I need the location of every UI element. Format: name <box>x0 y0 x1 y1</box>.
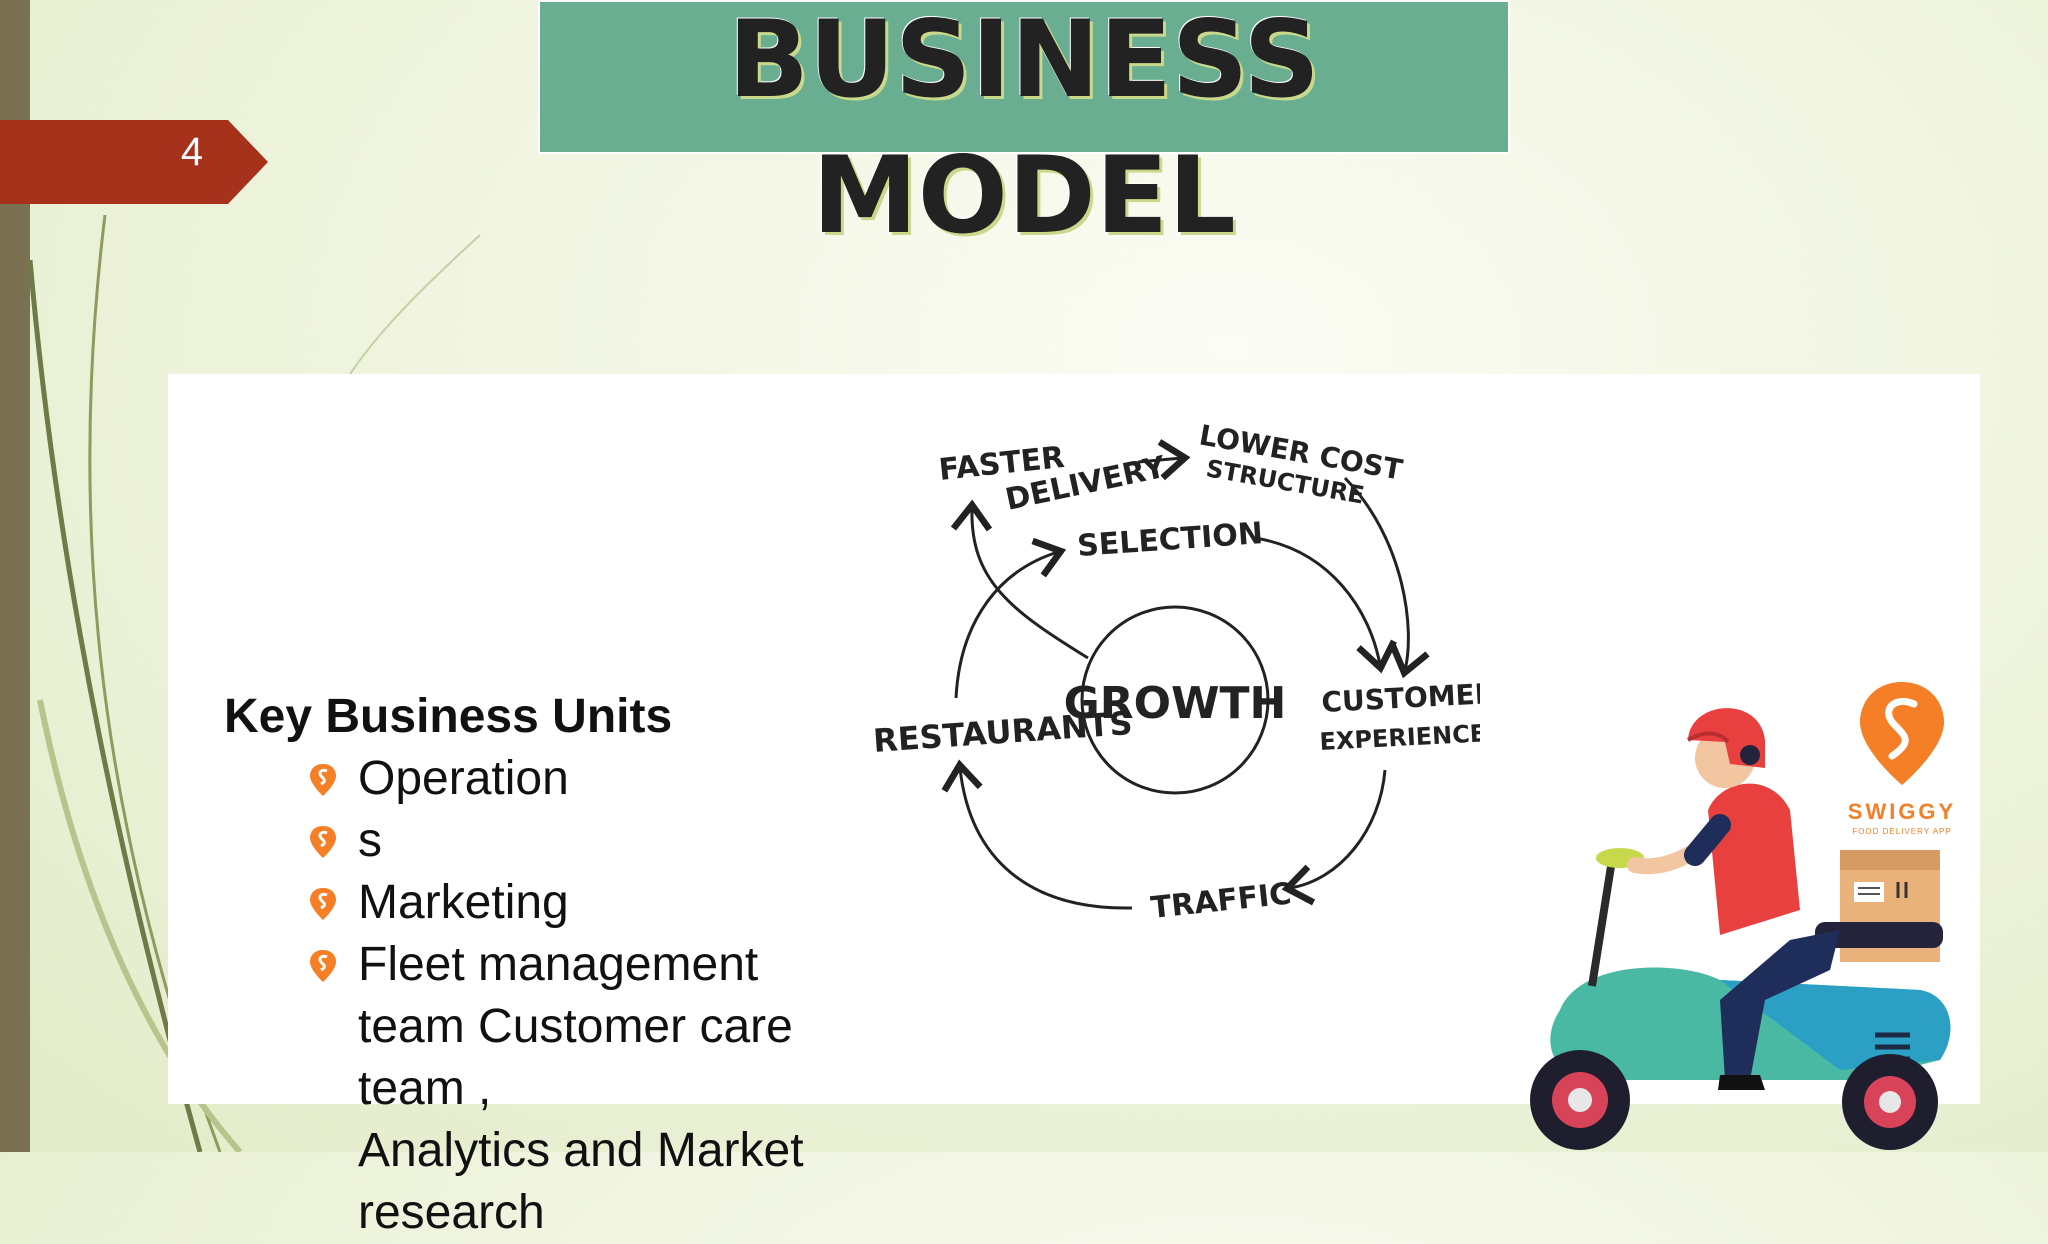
label-growth: GROWTH <box>1064 678 1287 729</box>
label-selection: SELECTION <box>1076 516 1264 564</box>
unit-line: Fleet management <box>358 938 759 991</box>
unit-line: team , <box>358 1062 492 1115</box>
brand-name: SWIGGY <box>1848 799 1956 824</box>
swiggy-pin-icon <box>310 950 336 982</box>
slide-title: BUSINESS MODEL <box>538 0 1510 264</box>
unit-line: team Customer care <box>358 1000 793 1053</box>
swiggy-pin-icon <box>310 826 336 858</box>
swiggy-pin-icon <box>310 764 336 796</box>
delivery-rider-illustration: SWIGGY FOOD DELIVERY APP <box>1530 682 1956 1150</box>
page-number: 4 <box>180 130 204 174</box>
label-restaurants: RESTAURANTS <box>872 704 1134 760</box>
unit-line: s <box>358 814 382 867</box>
unit-line: Marketing <box>358 876 569 929</box>
list-item: Fleet management team Customer care team… <box>308 934 862 1244</box>
units-heading: Key Business Units <box>224 690 673 743</box>
swiggy-pin-icon <box>310 888 336 920</box>
list-item: Operation <box>308 748 862 810</box>
growth-circle <box>1080 605 1270 795</box>
unit-line: Analytics and Market research <box>358 1124 804 1239</box>
rider <box>1627 708 1840 1090</box>
unit-list: Operation s Marketing Fleet management t… <box>222 748 862 1244</box>
title-band <box>538 0 1510 154</box>
growth-flywheel-diagram: GROWTH FASTER DELIVERY LOWER COST STRUCT… <box>872 418 1480 926</box>
unit-line: Operation <box>358 752 569 805</box>
label-customer: CUSTOMER <box>1321 677 1480 719</box>
list-item: Marketing <box>308 872 862 934</box>
key-business-units: Key Business Units Operation s Marketing… <box>222 686 862 1244</box>
swiggy-logo: SWIGGY FOOD DELIVERY APP <box>1848 682 1956 836</box>
brand-tagline: FOOD DELIVERY APP <box>1852 827 1951 836</box>
title-line-2: MODEL <box>812 134 1236 257</box>
page-number-tab <box>0 120 268 204</box>
label-traffic: TRAFFIC <box>1149 876 1293 926</box>
list-item: s <box>308 810 862 872</box>
title-line-1: BUSINESS <box>728 0 1320 121</box>
